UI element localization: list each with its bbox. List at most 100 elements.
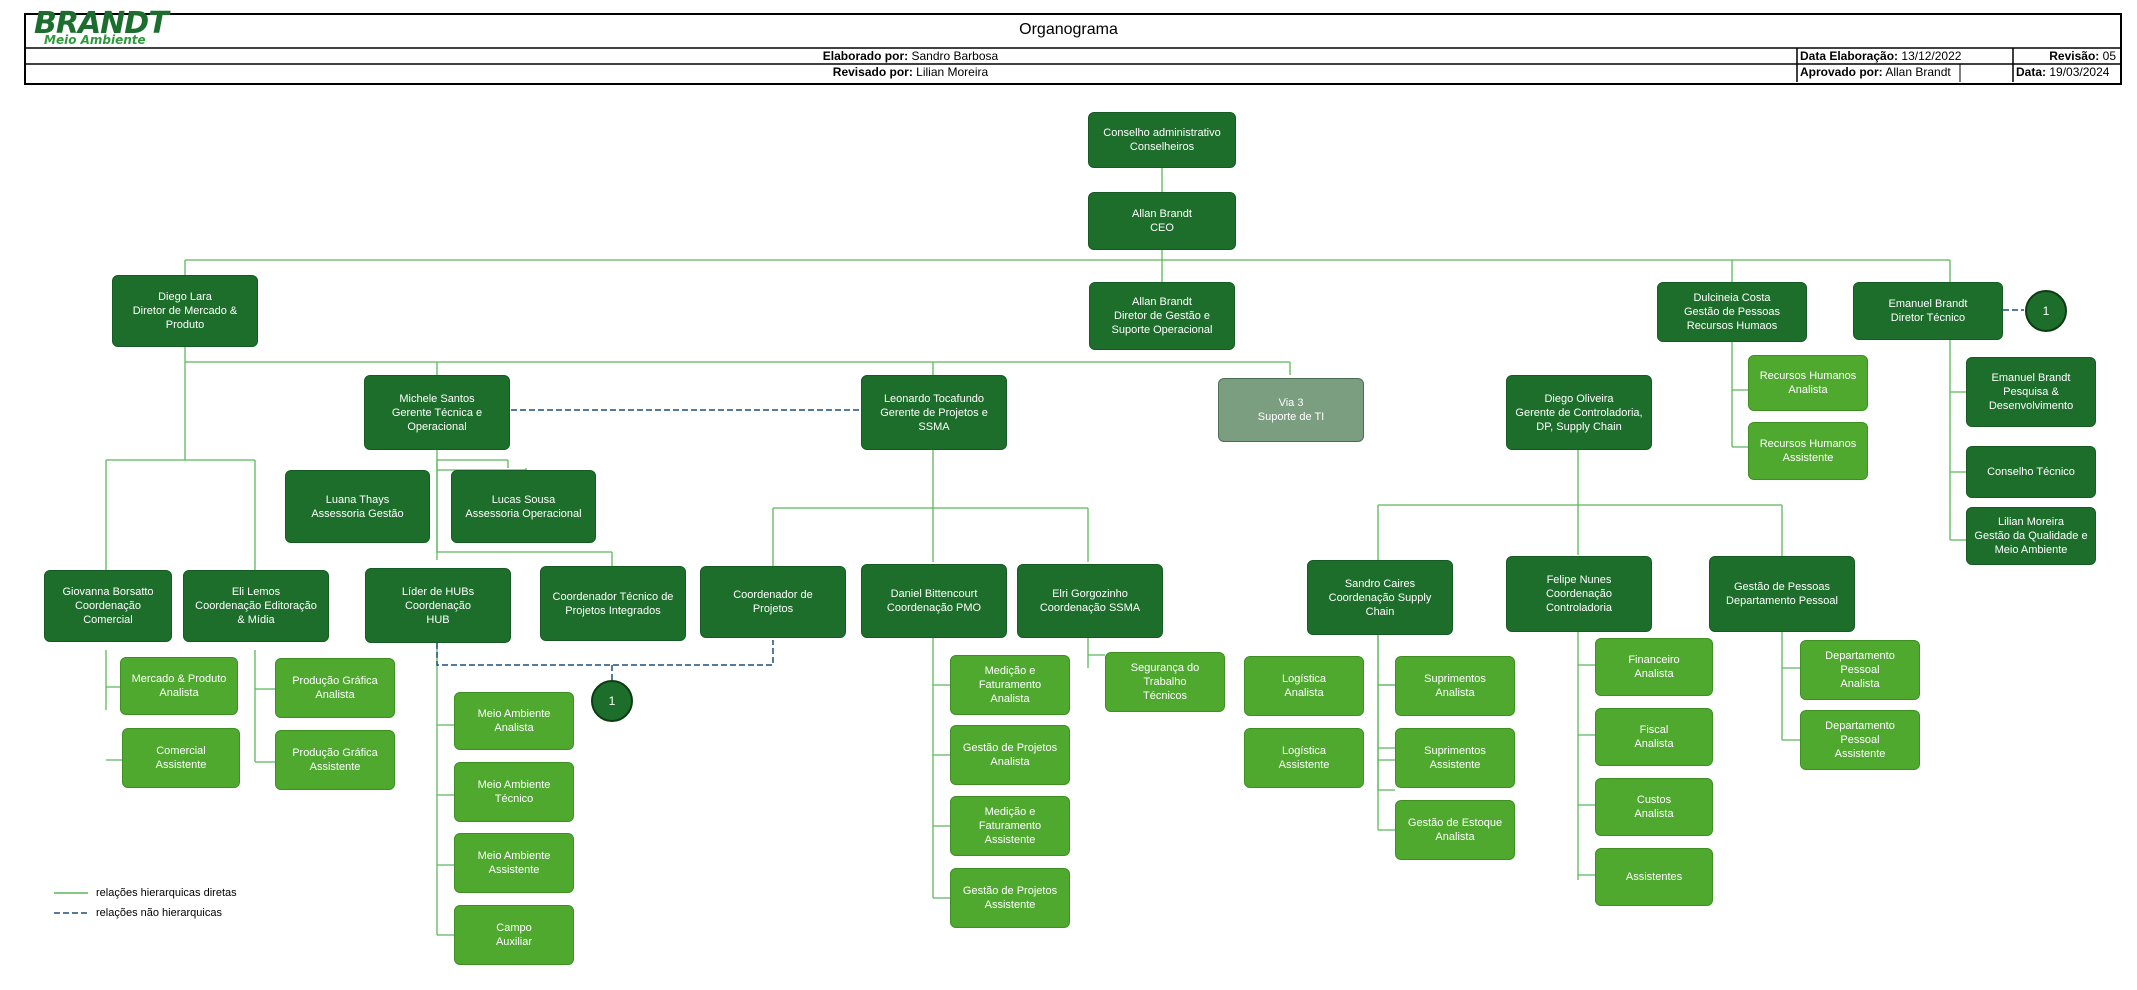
data-cell: Data: 19/03/2024 [2016,64,2109,80]
node-suprimentos-assistente[interactable]: Suprimentos Assistente [1395,728,1515,788]
node-prod-grafica-analista-line1: Produção Gráfica [292,675,378,687]
node-fiscal-analista-line2: Analista [1634,738,1674,750]
node-luana[interactable]: Luana Thays Assessoria Gestão [285,470,430,543]
node-gp-assistente[interactable]: Gestão de Projetos Assistente [950,868,1070,928]
node-eli-line3: & Mídia [237,614,275,626]
node-gp-analista[interactable]: Gestão de Projetos Analista [950,725,1070,785]
node-prod-grafica-assistente-line2: Assistente [309,761,361,773]
node-custos-analista[interactable]: Custos Analista [1595,778,1713,836]
node-rh-assistente[interactable]: Recursos Humanos Assistente [1748,422,1868,480]
node-emanuel-diretor-line1: Emanuel Brandt [1888,298,1968,310]
revisado-label: Revisado por: [832,65,913,79]
node-allan-diretor[interactable]: Allan Brandt Diretor de Gestão e Suporte… [1089,282,1235,350]
node-dulcineia[interactable]: Dulcineia Costa Gestão de Pessoas Recurs… [1657,282,1807,342]
node-assistentes[interactable]: Assistentes [1595,848,1713,906]
node-ma-assistente-line2: Assistente [488,864,540,876]
node-lider-hubs-line1: Líder de HUBs [401,585,475,598]
node-medicao-assistente-line1: Medição e [984,806,1036,818]
node-ma-analista[interactable]: Meio Ambiente Analista [454,692,574,750]
node-logistica-analista[interactable]: Logística Analista [1244,656,1364,716]
node-custos-analista-line1: Custos [1636,794,1672,806]
node-giovanna[interactable]: Giovanna Borsatto Coordenação Comercial [44,570,172,642]
node-conselho-tecnico-line1: Conselho Técnico [1987,466,2075,478]
logo-subtitle: Meio Ambiente [44,33,146,47]
node-assistentes-line1: Assistentes [1625,871,1683,883]
node-lucas[interactable]: Lucas Sousa Assessoria Operacional [451,470,596,543]
node-emanuel-pesquisa[interactable]: Emanuel Brandt Pesquisa & Desenvolviment… [1966,357,2096,427]
node-logistica-analista-line2: Analista [1284,687,1324,699]
node-felipe[interactable]: Felipe Nunes Coordenação Controladoria [1506,556,1652,632]
node-fiscal-analista[interactable]: Fiscal Analista [1595,708,1713,766]
node-sandro-line2: Coordenação Supply [1328,591,1432,604]
node-rh-analista-line2: Analista [1788,384,1828,396]
node-lilian-line2: Gestão da Qualidade e [1974,530,2088,542]
node-elri[interactable]: Elri Gorgozinho Coordenação SSMA [1017,564,1163,638]
node-gestao-dp[interactable]: Gestão de Pessoas Departamento Pessoal [1709,556,1855,632]
node-lilian[interactable]: Lilian Moreira Gestão da Qualidade e Mei… [1966,507,2096,565]
node-gp-assistente-line2: Assistente [984,899,1036,911]
node-diego-lara[interactable]: Diego Lara Diretor de Mercado & Produto [112,275,258,347]
node-comercial-assistente[interactable]: Comercial Assistente [122,728,240,788]
node-prod-grafica-assistente[interactable]: Produção Gráfica Assistente [275,730,395,790]
node-logistica-assistente-line2: Assistente [1278,759,1330,771]
node-rh-analista[interactable]: Recursos Humanos Analista [1748,355,1868,411]
node-sandro[interactable]: Sandro Caires Coordenação Supply Chain [1307,560,1453,635]
node-suprimentos-analista[interactable]: Suprimentos Analista [1395,656,1515,716]
node-leonardo-line3: SSMA [918,420,950,433]
node-elri-line1: Elri Gorgozinho [1052,588,1128,600]
node-gestao-estoque-line1: Gestão de Estoque [1407,817,1503,829]
node-seguranca-trabalho[interactable]: Segurança do Trabalho Técnicos [1105,652,1225,712]
node-dp-assistente[interactable]: Departamento Pessoal Assistente [1800,710,1920,770]
node-leonardo[interactable]: Leonardo Tocafundo Gerente de Projetos e… [861,375,1007,450]
node-felipe-line2: Coordenação [1545,588,1613,600]
node-rh-analista-line1: Recursos Humanos [1759,370,1857,382]
node-suprimentos-analista-line2: Analista [1435,687,1475,699]
revisao-value: 05 [2102,49,2116,63]
node-coord-projetos-line1: Coordenador de [733,589,813,601]
connector-circle-top: 1 [2025,290,2067,332]
node-ma-tecnico[interactable]: Meio Ambiente Técnico [454,762,574,822]
node-ma-analista-line1: Meio Ambiente [477,708,551,720]
node-emanuel-diretor[interactable]: Emanuel Brandt Diretor Técnico [1853,282,2003,340]
node-logistica-assistente[interactable]: Logística Assistente [1244,728,1364,788]
node-sandro-line1: Sandro Caires [1344,577,1416,590]
node-conselho-tecnico[interactable]: Conselho Técnico [1966,446,2096,498]
node-gestao-estoque-line2: Analista [1435,831,1475,843]
node-prod-grafica-analista[interactable]: Produção Gráfica Analista [275,658,395,718]
node-conselho[interactable]: Conselho administrativo Conselheiros [1088,112,1236,168]
node-felipe-line1: Felipe Nunes [1546,574,1612,586]
node-allan-diretor-line1: Allan Brandt [1132,296,1192,308]
node-ceo[interactable]: Allan Brandt CEO [1088,192,1236,250]
node-lider-hubs[interactable]: Líder de HUBs Coordenação HUB [365,568,511,643]
node-logistica-assistente-line1: Logística [1281,745,1327,757]
node-logistica-analista-line1: Logística [1281,673,1327,685]
node-suprimentos-assistente-line1: Suprimentos [1424,745,1486,757]
node-sandro-line3: Chain [1365,605,1395,618]
node-gestao-estoque[interactable]: Gestão de Estoque Analista [1395,800,1515,860]
node-financeiro-analista[interactable]: Financeiro Analista [1595,638,1713,696]
node-coord-tecnico[interactable]: Coordenador Técnico de Projetos Integrad… [540,566,686,641]
node-giovanna-line3: Comercial [83,614,133,626]
node-daniel[interactable]: Daniel Bittencourt Coordenação PMO [861,564,1007,638]
aprovado-label: Aprovado por: [1800,65,1883,79]
node-via3[interactable]: Via 3 Suporte de TI [1218,378,1364,442]
node-medicao-assistente-line2: Faturamento [978,820,1042,832]
node-mercado-analista[interactable]: Mercado & Produto Analista [120,657,238,715]
node-michele[interactable]: Michele Santos Gerente Técnica e Operaci… [364,375,510,450]
node-leonardo-line2: Gerente de Projetos e [880,406,988,419]
node-diego-oliveira[interactable]: Diego Oliveira Gerente de Controladoria,… [1506,375,1652,450]
node-coord-projetos[interactable]: Coordenador de Projetos [700,566,846,638]
node-ma-tecnico-line2: Técnico [494,793,534,805]
node-dp-analista-line3: Analista [1840,678,1880,690]
node-elri-line2: Coordenação SSMA [1039,602,1141,614]
node-dulcineia-line1: Dulcineia Costa [1693,292,1771,304]
node-daniel-line1: Daniel Bittencourt [890,588,978,600]
node-dp-analista[interactable]: Departamento Pessoal Analista [1800,640,1920,700]
node-medicao-assistente[interactable]: Medição e Faturamento Assistente [950,796,1070,856]
node-eli[interactable]: Eli Lemos Coordenação Editoração & Mídia [183,570,329,642]
node-campo-auxiliar[interactable]: Campo Auxiliar [454,905,574,965]
node-dp-analista-line1: Departamento [1825,650,1895,662]
node-medicao-analista[interactable]: Medição e Faturamento Analista [950,655,1070,715]
node-ma-assistente[interactable]: Meio Ambiente Assistente [454,833,574,893]
node-gestao-dp-line1: Gestão de Pessoas [1733,581,1830,593]
